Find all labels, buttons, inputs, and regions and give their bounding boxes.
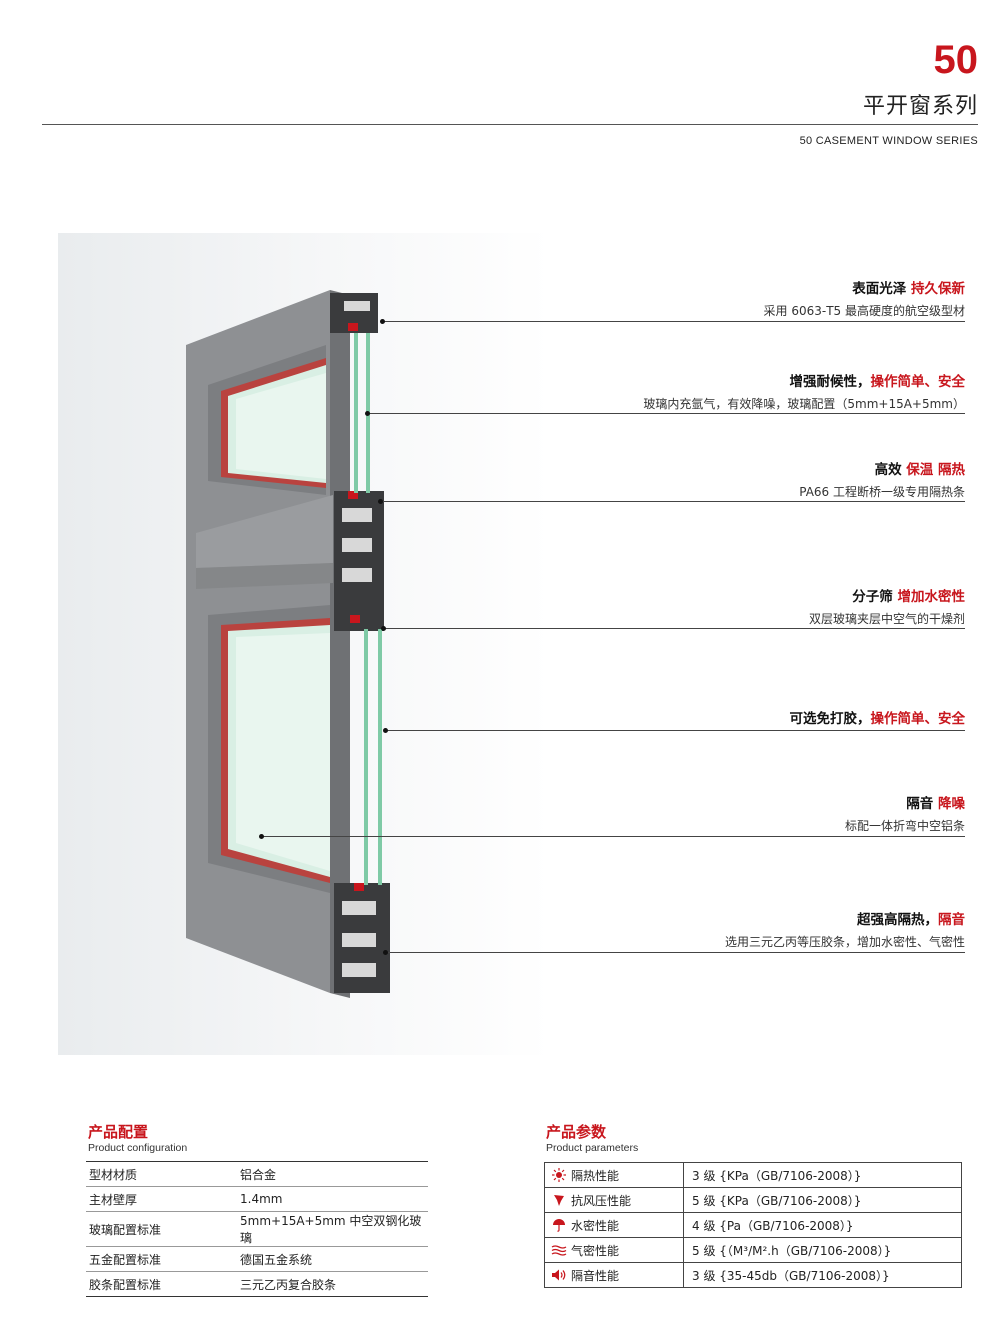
feature-7: 超强高隔热，隔音 选用三元乙丙等压胶条，增加水密性、气密性 [724,912,965,949]
umbrella-icon [544,1212,567,1238]
callout-line-5 [386,730,965,731]
sun-icon [544,1162,567,1188]
table-row: 水密性能 4 级 {Pa（GB/7106-2008）} [544,1212,962,1238]
window-profile-illustration [186,290,390,998]
callout-dot-5 [383,728,388,733]
series-number: 50 [933,38,979,82]
callout-dot-3 [378,499,383,504]
callout-line-2 [368,413,965,414]
params-subtitle: Product parameters [546,1142,639,1154]
feature-2: 增强耐候性，操作简单、安全 玻璃内充氩气，有效降噪，玻璃配置（5mm+15A+5… [643,374,965,411]
window-profile-image [58,233,551,1055]
feature-1: 表面光泽 持久保新 采用 6063-T5 最高硬度的航空级型材 [763,281,965,318]
config-subtitle: Product configuration [88,1142,188,1154]
table-row: 气密性能 5 级 {（M³/M².h（GB/7106-2008）} [544,1237,962,1263]
series-title-cn: 平开窗系列 [862,94,978,119]
table-row: 五金配置标准德国五金系统 [86,1246,428,1272]
callout-dot-4 [381,626,386,631]
table-row: 抗风压性能 5 级 {KPa（GB/7106-2008）} [544,1187,962,1213]
wind-icon [544,1187,567,1213]
callout-dot-2 [365,411,370,416]
feature-3: 高效 保温 隔热 PA66 工程断桥一级专用隔热条 [799,462,965,499]
table-row: 隔音性能 3 级 {35-45db（GB/7106-2008）} [544,1262,962,1288]
config-title: 产品配置 [88,1123,149,1141]
header-divider [42,124,978,125]
callout-line-3 [381,501,965,502]
callout-dot-7 [383,950,388,955]
callout-line-1 [383,321,965,322]
callout-dot-6 [259,834,264,839]
series-title-en: 50 CASEMENT WINDOW SERIES [799,135,978,147]
callout-line-4 [384,628,965,629]
callout-dot-1 [380,319,385,324]
callout-line-7 [386,952,965,953]
airflow-icon [544,1237,567,1263]
table-row: 型材材质铝合金 [86,1161,428,1187]
feature-5: 可选免打胶，操作简单、安全 [789,711,966,727]
callout-line-6 [262,836,965,837]
table-row: 隔热性能 3 级 {KPa（GB/7106-2008）} [544,1162,962,1188]
speaker-icon [544,1262,567,1288]
params-title: 产品参数 [546,1123,607,1141]
feature-6: 隔音 降噪 标配一体折弯中空铝条 [844,796,965,833]
feature-4: 分子筛 增加水密性 双层玻璃夹层中空气的干燥剂 [808,589,965,626]
params-table: 隔热性能 3 级 {KPa（GB/7106-2008）} 抗风压性能 5 级 {… [544,1162,962,1288]
table-row: 胶条配置标准三元乙丙复合胶条 [86,1271,428,1297]
